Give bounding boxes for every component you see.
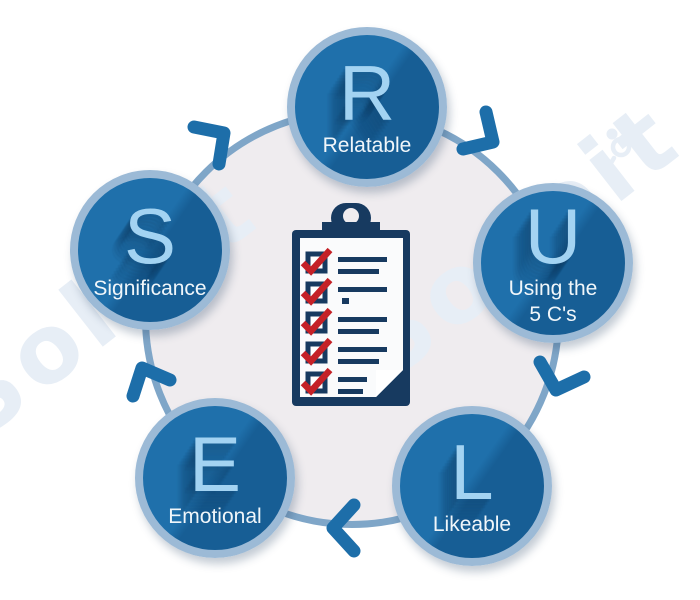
arrow-l-to-e bbox=[326, 498, 361, 558]
bubble-letter: E bbox=[188, 419, 242, 508]
bubble-label: Emotional bbox=[168, 504, 262, 528]
bubble-likeable: L Likeable bbox=[392, 406, 552, 566]
bubble-label: Likeable bbox=[432, 512, 512, 536]
bubble-letter: S bbox=[123, 191, 177, 280]
bubble-label: Using the 5 C's bbox=[508, 276, 598, 326]
bubble-using-the-5cs: U Using the 5 C's bbox=[473, 183, 633, 343]
bubble-letter: U bbox=[524, 191, 582, 280]
bubble-relatable: R Relatable bbox=[287, 27, 447, 187]
checklist-rows bbox=[300, 247, 387, 396]
bubble-emotional: E Emotional bbox=[135, 398, 295, 558]
arrow-r-to-u bbox=[456, 105, 500, 156]
arrow-s-to-r bbox=[187, 120, 231, 171]
bubble-label: Relatable bbox=[322, 133, 412, 157]
bubble-letter: R bbox=[338, 48, 396, 137]
bubble-significance: S Significance bbox=[70, 170, 230, 330]
arrow-u-to-l bbox=[533, 355, 591, 397]
bubble-letter: L bbox=[450, 427, 494, 516]
bubble-label: Significance bbox=[93, 276, 207, 300]
watermark-balloon-icon bbox=[601, 128, 632, 171]
arrow-e-to-s bbox=[126, 361, 177, 403]
checklist-clipboard-icon bbox=[292, 203, 410, 406]
